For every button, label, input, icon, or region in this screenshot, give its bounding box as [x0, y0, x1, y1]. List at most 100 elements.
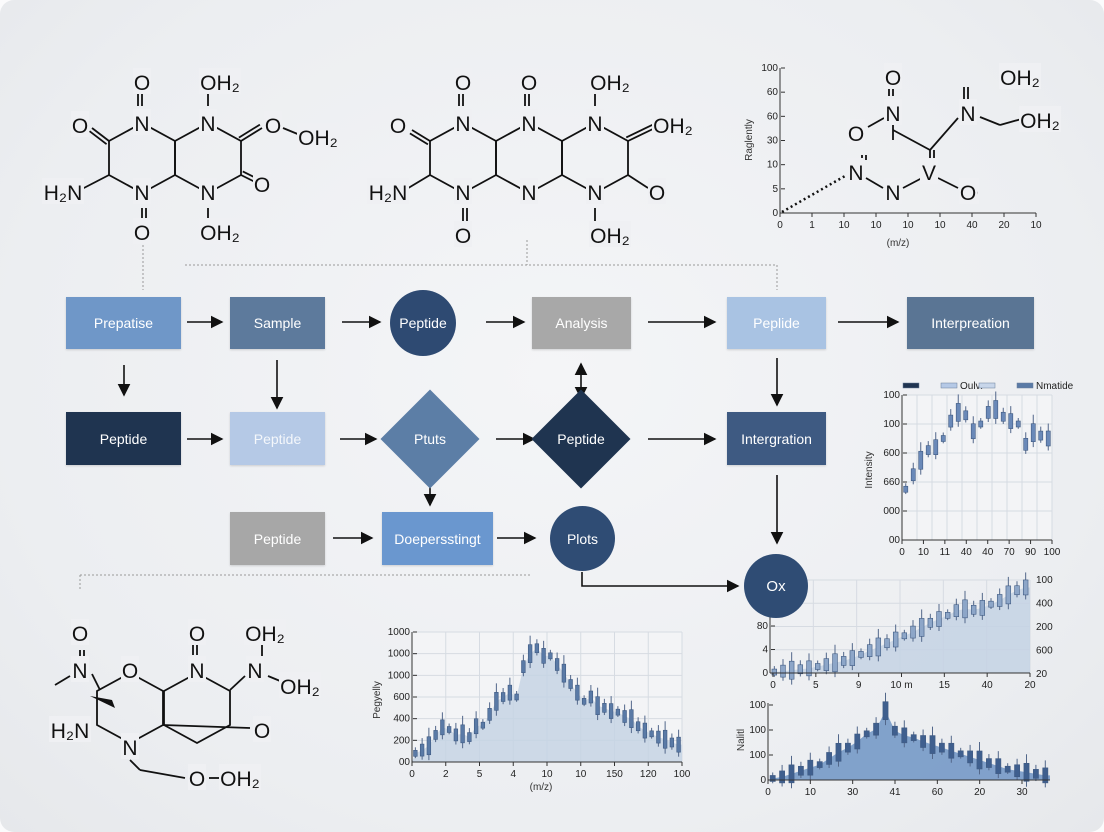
candle-body	[832, 653, 838, 673]
candle-body	[771, 668, 778, 676]
atom-label: OH₂	[280, 676, 320, 699]
candle-body	[554, 658, 560, 671]
y-tick-label: 5	[772, 184, 778, 195]
y-tick-label: 660	[883, 477, 900, 488]
x-tick-label: 40	[982, 680, 994, 691]
atom-label: V	[922, 162, 936, 185]
node-label: Plots	[566, 530, 599, 547]
atom-mask	[454, 178, 472, 204]
atom-mask	[520, 178, 538, 204]
node-integration[interactable]: Intergration	[727, 412, 826, 465]
node-label: Sample	[253, 315, 302, 331]
atom-mask	[244, 619, 286, 645]
node-label: Ox	[766, 577, 786, 595]
node-label: Peplide	[753, 315, 800, 331]
node-peptide-dark[interactable]: Peptide	[66, 412, 181, 465]
atom-mask	[133, 218, 151, 244]
candle-body	[473, 718, 479, 735]
candle-body	[967, 750, 973, 764]
node-label: Peptide	[253, 430, 302, 447]
bond	[139, 769, 186, 779]
x-tick-label: 10	[902, 220, 914, 231]
candle-body	[955, 403, 961, 422]
atom-mask	[71, 111, 89, 137]
node-plots-circle[interactable]: Plots	[550, 506, 615, 571]
atom-label: OH₂	[200, 72, 240, 95]
candle-body	[873, 722, 879, 736]
x-tick-label: 10	[805, 787, 817, 798]
candle-body	[588, 690, 594, 704]
candle-body	[892, 631, 899, 648]
y-tick-label-right: 600	[1036, 646, 1053, 657]
candle-body	[561, 663, 567, 683]
node-doepersstingt[interactable]: Doepersstingt	[382, 512, 493, 565]
bond	[240, 174, 256, 183]
x-tick-label: 9	[856, 680, 862, 691]
candle-body	[929, 735, 936, 754]
y-tick-label: 0	[772, 208, 778, 219]
candle-body	[779, 770, 785, 784]
atom-label: N	[134, 113, 149, 136]
atom-label: H₂N	[369, 182, 407, 205]
x-tick-label: 60	[932, 787, 944, 798]
candle-body	[507, 684, 513, 701]
candle-body	[918, 618, 925, 637]
candle-body	[1033, 769, 1039, 779]
node-ptuts-diamond[interactable]: Ptuts	[380, 389, 480, 489]
axis-label: Nalitl	[736, 729, 747, 751]
candle-body	[1023, 437, 1029, 451]
candle-body	[988, 600, 994, 608]
node-interpretation[interactable]: Interpreation	[907, 297, 1034, 349]
atom-label: O	[960, 182, 976, 205]
candle-body	[568, 679, 573, 689]
candle-body	[970, 604, 977, 615]
atom-mask	[589, 221, 631, 247]
node-label: Prepatise	[93, 315, 154, 331]
candle-body	[669, 737, 675, 748]
atom-mask	[264, 111, 282, 137]
x-tick-label: 0	[765, 787, 771, 798]
bond	[627, 127, 656, 142]
x-tick-label: 15	[939, 680, 951, 691]
candle-body	[1008, 413, 1014, 429]
y-tick-label: 00	[889, 535, 901, 546]
atom-label: OH₂	[220, 768, 260, 791]
x-tick-label: 11	[940, 547, 951, 558]
candle-body	[797, 664, 804, 675]
x-tick-label: 30	[1016, 787, 1028, 798]
candle-body	[962, 599, 968, 619]
candle-body	[769, 775, 776, 782]
legend-swatch	[1016, 382, 1034, 389]
node-peptide-diamond[interactable]: Peptide	[531, 389, 631, 489]
atom-label: OH₂	[1000, 67, 1040, 90]
bond	[79, 174, 110, 191]
node-peptide-circle[interactable]: Peptide	[390, 290, 456, 356]
candle-body	[978, 420, 984, 428]
node-analysis[interactable]: Analysis	[532, 297, 631, 349]
y-tick-label: 600	[883, 448, 900, 459]
bond	[892, 129, 931, 151]
node-peptide-gray[interactable]: Peptide	[230, 512, 325, 565]
atom-label: OH₂	[653, 115, 693, 138]
candle-body	[823, 658, 830, 671]
candle-body	[1014, 764, 1020, 778]
atom-mask	[71, 656, 89, 682]
candle-body	[514, 693, 519, 701]
candle-body	[595, 696, 600, 715]
candle-body	[446, 726, 452, 733]
atom-mask	[253, 170, 271, 196]
y-tick-label: 30	[767, 136, 779, 147]
node-peptide-pale[interactable]: Peptide	[230, 412, 325, 465]
area-fill	[412, 648, 682, 762]
candle-body	[798, 765, 804, 776]
candle-body	[884, 638, 890, 649]
node-peplide[interactable]: Peplide	[727, 297, 826, 349]
node-label: Peptide	[399, 315, 447, 331]
node-ox-circle[interactable]: Ox	[744, 554, 808, 618]
candle-body	[602, 703, 607, 713]
node-prepatise[interactable]: Prepatise	[66, 297, 181, 349]
node-sample[interactable]: Sample	[230, 297, 325, 349]
candle-body	[629, 709, 634, 728]
